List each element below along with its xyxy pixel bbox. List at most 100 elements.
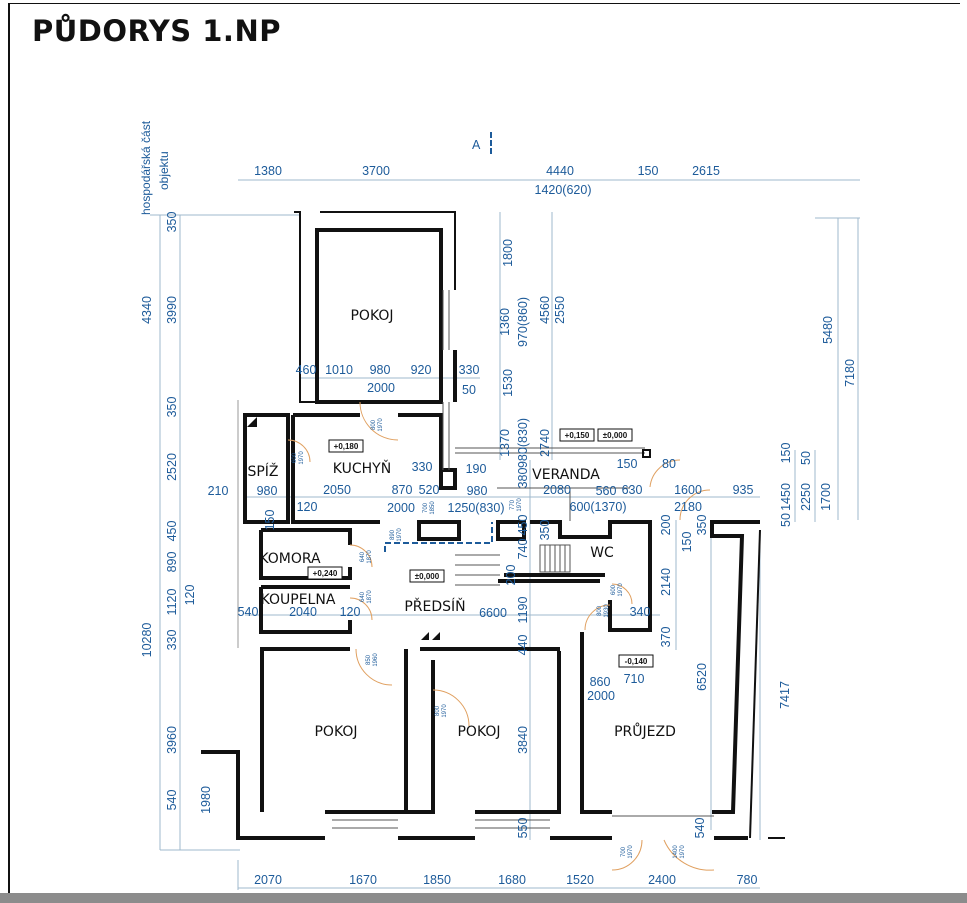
dimension-label: 340 <box>630 605 651 619</box>
dimension-label: 6520 <box>695 663 709 691</box>
door-height-label: 1970 <box>680 845 686 859</box>
dimension-label: 120 <box>297 500 318 514</box>
door-height-label: 1970 <box>442 704 448 718</box>
level-mark: +0,180 <box>334 442 359 451</box>
dimension-label: 540 <box>165 790 179 811</box>
level-mark: ±0,000 <box>415 572 440 581</box>
dimension-label: 120 <box>183 585 197 606</box>
dimension-label: 1360 <box>498 308 512 336</box>
dimension-label: 1980 <box>199 786 213 814</box>
level-marks: +0,180+0,150±0,000+0,240±0,000-0,140 <box>307 428 654 668</box>
room-label: PRŮJEZD <box>614 722 676 740</box>
dimension-label: 1370 <box>498 429 512 457</box>
dimension-label: 2180 <box>674 500 702 514</box>
dimension-label: 710 <box>624 672 645 686</box>
side-note-line-2: objektu <box>157 151 171 190</box>
door-height-label: 1970 <box>378 418 384 432</box>
door-width-label: 700 <box>423 502 429 513</box>
room-label: SPÍŽ <box>247 462 278 480</box>
hatch-icon <box>247 417 257 427</box>
dimension-label: 450 <box>516 515 530 536</box>
dimension-label: 350 <box>538 520 552 541</box>
slab-edge-line <box>384 522 493 552</box>
dimension-label: 1800 <box>501 239 515 267</box>
room-label: POKOJ <box>314 724 357 740</box>
dimension-label: 80 <box>662 457 676 471</box>
dimension-label: 200 <box>504 565 518 586</box>
dimension-label: 550 <box>516 818 530 839</box>
door-width-label: 800 <box>371 419 377 430</box>
dimension-label: 4440 <box>546 164 574 178</box>
room-label: WC <box>590 545 614 561</box>
door-height-label: 1870 <box>367 550 373 564</box>
dimension-label: 1850 <box>423 873 451 887</box>
dimension-label: 860 <box>590 675 611 689</box>
hatch-icon <box>432 632 440 640</box>
dimension-label: 5480 <box>821 316 835 344</box>
dimension-lines <box>150 179 860 890</box>
door-width-label: 640 <box>360 551 366 562</box>
dimension-label: 1680 <box>498 873 526 887</box>
door-width-label: 700 <box>621 846 627 857</box>
door-height-label: 1960 <box>373 653 379 667</box>
door-height-label: 1970 <box>299 451 305 465</box>
dimension-label: 1530 <box>501 369 515 397</box>
dimension-label: 450 <box>165 521 179 542</box>
room-label: KOUPELNA <box>261 592 336 608</box>
room-label: POKOJ <box>350 308 393 324</box>
dimension-label: 520 <box>419 483 440 497</box>
dimension-label: 350 <box>695 515 709 536</box>
dimension-label: 2080 <box>543 483 571 497</box>
dimension-label: 150 <box>617 457 638 471</box>
dimension-label: 2250 <box>799 483 813 511</box>
dimension-label: 330 <box>165 630 179 651</box>
dimension-label: 3840 <box>516 726 530 754</box>
level-box <box>597 428 633 442</box>
dimension-label: 870 <box>392 483 413 497</box>
dimension-label: 1120 <box>165 589 179 616</box>
dimension-label: 2000 <box>387 501 415 515</box>
dimension-label: 2550 <box>553 296 567 324</box>
dimension-label: 330 <box>412 460 433 474</box>
door-width-label: 600 <box>611 584 617 595</box>
dimension-label: 600(1370) <box>570 500 627 514</box>
room-label: VERANDA <box>532 467 600 483</box>
dimension-label: 935 <box>733 483 754 497</box>
dimension-label: 740 <box>516 539 530 560</box>
dimension-label: 1700 <box>819 483 833 511</box>
veranda-and-stairs <box>237 290 714 829</box>
dimension-label: 3700 <box>362 164 390 178</box>
dimension-label: 7180 <box>843 359 857 387</box>
dimension-label: 150 <box>779 443 793 464</box>
door-height-label: 1970 <box>618 583 624 597</box>
dimension-label: 980 <box>370 363 391 377</box>
door-width-label: 800 <box>435 705 441 716</box>
dimension-label: 2615 <box>692 164 720 178</box>
door-width-label: 600 <box>292 452 298 463</box>
dimension-label: 780 <box>737 873 758 887</box>
dimension-label: 150 <box>638 164 659 178</box>
dimension-label: 3990 <box>165 296 179 324</box>
door-width-label: 640 <box>360 591 366 602</box>
dimension-label: 440 <box>516 635 530 656</box>
dimension-label: 2000 <box>587 689 615 703</box>
room-label: POKOJ <box>457 724 500 740</box>
dimension-label: 6600 <box>479 606 507 620</box>
dimension-label: 50 <box>462 383 476 397</box>
bottom-bar <box>0 893 967 903</box>
dimension-label: 970(860) <box>516 297 530 347</box>
dimension-label: 890 <box>165 552 179 573</box>
dimension-label: 200 <box>659 515 673 536</box>
dimension-label: 1520 <box>566 873 594 887</box>
dimension-label: 540 <box>238 605 259 619</box>
dimension-label: 210 <box>208 484 229 498</box>
room-label: KUCHYŇ <box>333 460 391 477</box>
dimension-label: 2400 <box>648 873 676 887</box>
dimension-label: 370 <box>659 627 673 648</box>
dimension-label: 150 <box>263 510 277 531</box>
door-width-label: 1400 <box>673 845 679 859</box>
door-height-label: 1850 <box>430 501 436 515</box>
dimension-label: 1190 <box>516 597 530 624</box>
